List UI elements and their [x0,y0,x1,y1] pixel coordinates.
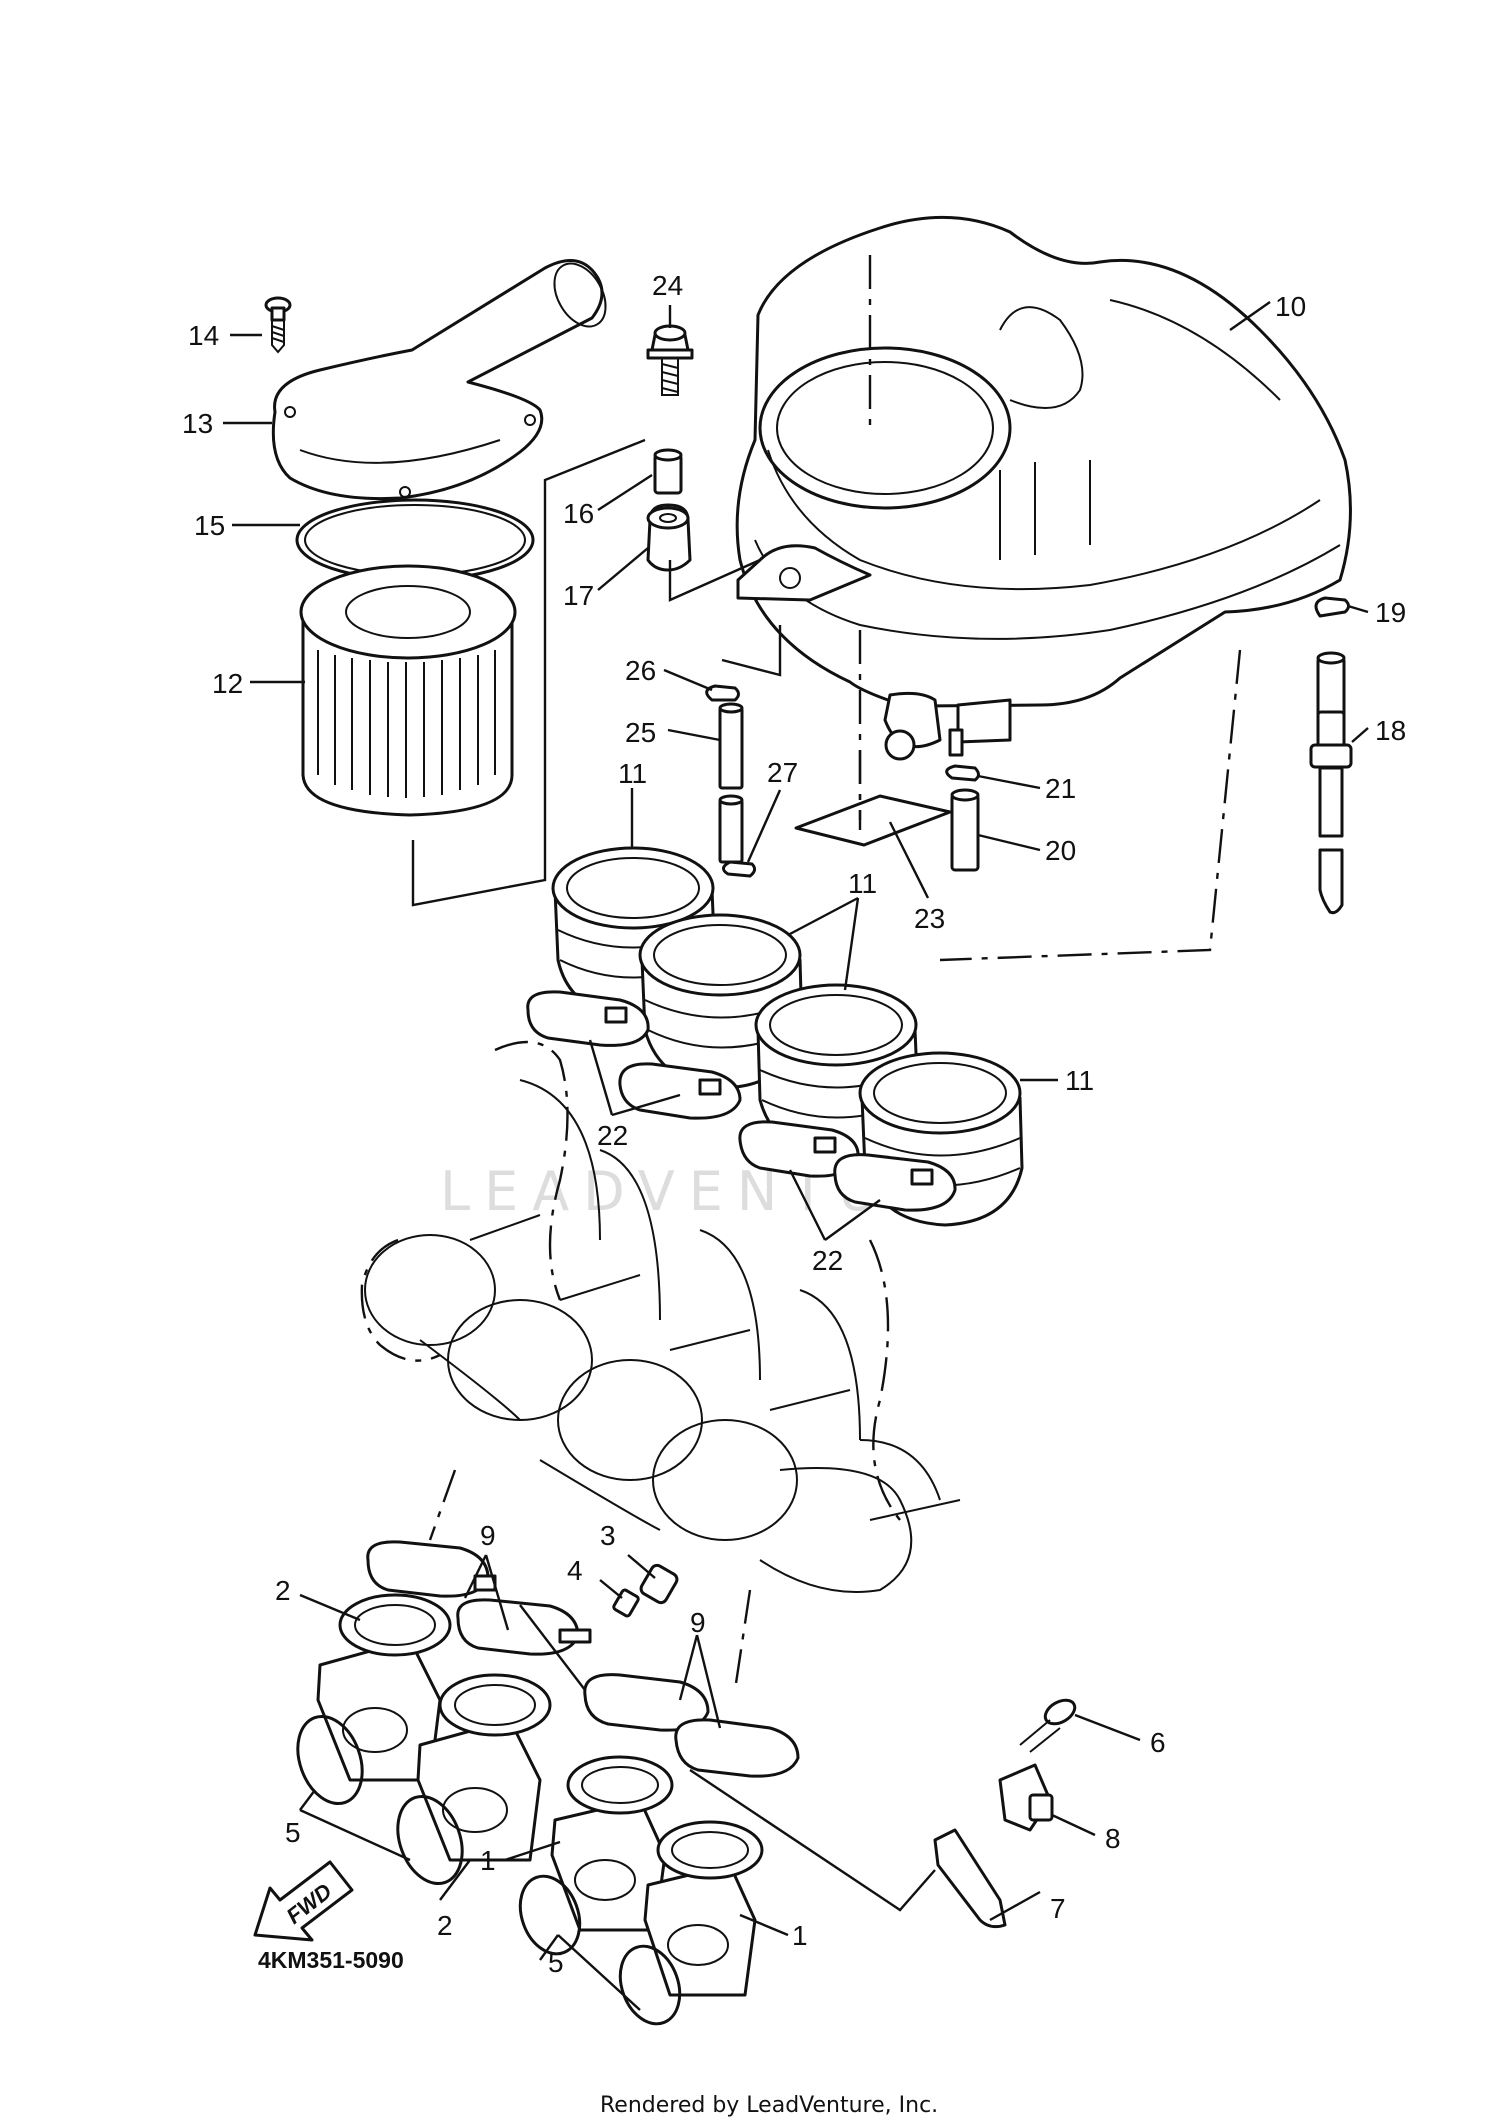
callout-3: 3 [600,1520,616,1551]
callout-2-lower: 2 [437,1910,453,1941]
callout-7: 7 [1050,1893,1066,1924]
holder-8[interactable] [998,1763,1054,1832]
callout-2-upper: 2 [275,1575,291,1606]
callout-11-right: 11 [1065,1065,1094,1096]
leader-lines [223,301,1369,2011]
hose-25[interactable] [718,702,744,864]
callout-11-mid: 11 [848,868,877,899]
screw-6[interactable] [1019,1695,1079,1753]
callout-26: 26 [625,655,656,686]
plate-23[interactable] [794,794,952,847]
intake-manifold-2b[interactable] [416,1673,552,1862]
screw-14[interactable] [264,296,292,354]
callout-10: 10 [1275,291,1306,322]
callout-1-left: 1 [480,1845,496,1876]
intake-manifold-1a[interactable] [550,1755,674,1932]
callout-13: 13 [182,408,213,439]
clamps-9-lower[interactable] [583,1673,800,1778]
callout-8: 8 [1105,1823,1121,1854]
hose-20[interactable] [950,788,980,872]
intake-manifold-2a[interactable] [316,1593,452,1782]
callout-14: 14 [188,320,219,351]
assembly-lines [411,255,1242,1912]
callout-23: 23 [914,903,945,934]
collar-16[interactable] [653,448,683,495]
bolt-24[interactable] [646,324,694,396]
callout-11-top: 11 [618,758,647,789]
callout-1-right: 1 [792,1920,808,1951]
air-filter-element[interactable] [299,564,517,817]
callout-15: 15 [194,510,225,541]
diagram-code: 4KM351-5090 [258,1947,404,1973]
callout-22-right: 22 [812,1245,843,1276]
callout-9-upper: 9 [480,1520,496,1551]
callout-20: 20 [1045,835,1076,866]
callout-16: 16 [563,498,594,529]
clip-19[interactable] [1314,596,1350,618]
drain-plug-18[interactable] [1309,651,1353,915]
bracket-7[interactable] [933,1828,1007,1929]
carburetor-assembly-phantom [360,1040,961,1593]
air-filter-cover[interactable] [271,255,616,501]
callout-labels: 14 13 15 12 24 16 17 10 19 18 26 25 27 2… [182,270,1406,1978]
callout-4: 4 [567,1555,583,1586]
clip-26[interactable] [705,684,740,702]
clip-21[interactable] [945,764,980,782]
clamps-9-upper[interactable] [366,1540,592,1656]
callout-22-left: 22 [597,1120,628,1151]
rendered-by-credit: Rendered by LeadVenture, Inc. [600,2093,938,2118]
callout-18: 18 [1375,715,1406,746]
intake-manifold-1b[interactable] [643,1820,764,1997]
callout-27: 27 [767,757,798,788]
air-filter-case[interactable] [735,216,1352,761]
callout-6: 6 [1150,1727,1166,1758]
callout-24: 24 [652,270,683,301]
callout-5-bottom: 5 [548,1947,564,1978]
callout-9-lower: 9 [690,1607,706,1638]
callout-25: 25 [625,717,656,748]
forward-arrow-icon: FWD [253,1860,354,1942]
callout-19: 19 [1375,597,1406,628]
grommet-17[interactable] [646,503,692,572]
callout-21: 21 [1045,773,1076,804]
clip-27[interactable] [722,860,757,878]
callout-5-left: 5 [285,1817,301,1848]
callout-12: 12 [212,668,243,699]
callout-17: 17 [563,580,594,611]
